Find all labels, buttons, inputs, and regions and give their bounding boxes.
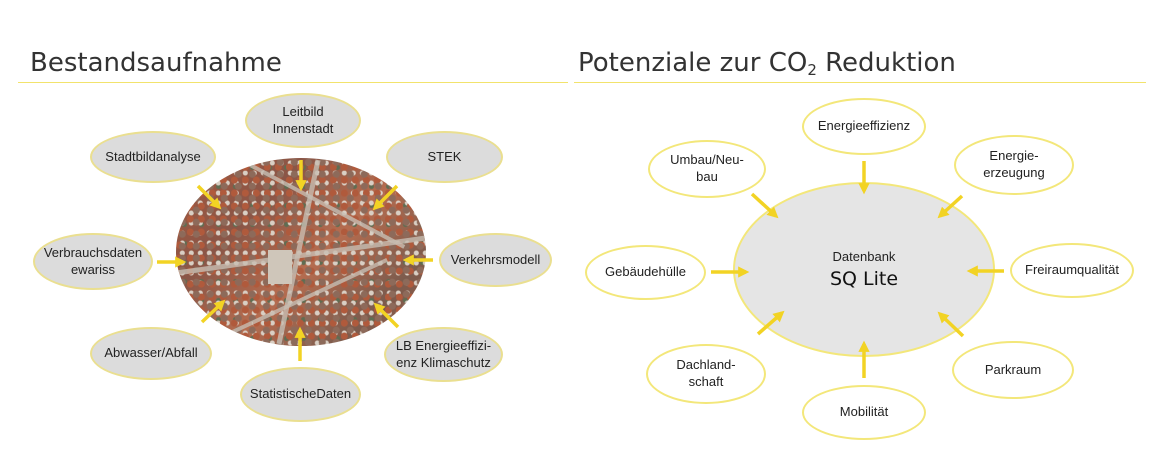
node-label: Gebäudehülle xyxy=(605,264,686,280)
node-label: Freiraumqualität xyxy=(1025,262,1119,278)
node-label: LB Energieeffizi- enz Klimaschutz xyxy=(395,337,492,370)
title-bestandsaufnahme: Bestandsaufnahme xyxy=(30,48,282,78)
node-lb-energieeffizienz: LB Energieeffizi- enz Klimaschutz xyxy=(384,327,503,382)
arrow-dachlandschaft xyxy=(756,310,785,336)
node-label: Energie- erzeugung xyxy=(983,148,1045,180)
arrow-umbau xyxy=(750,192,779,219)
node-mobilitaet: Mobilität xyxy=(802,385,926,440)
arrow-stadtbild xyxy=(196,184,222,210)
title-potenziale: Potenziale zur CO2 Reduktion xyxy=(578,48,956,79)
node-dachlandschaft: Dachland- schaft xyxy=(646,344,766,404)
arrow-stek xyxy=(372,184,399,211)
node-label: Leitbild Innenstadt xyxy=(272,103,334,136)
node-abwasser-abfall: Abwasser/Abfall xyxy=(90,327,212,380)
node-stadtbildanalyse: Stadtbildanalyse xyxy=(90,131,216,183)
node-label: Parkraum xyxy=(984,361,1042,377)
node-label: Mobilität xyxy=(839,404,889,420)
arrow-energieerzeugung xyxy=(937,194,964,219)
node-leitbild-innenstadt: Leitbild Innenstadt xyxy=(245,93,361,148)
node-freiraumqualitaet: Freiraumqualität xyxy=(1010,243,1134,298)
title-potenziale-end: Reduktion xyxy=(816,48,956,78)
node-label: Umbau/Neu- bau xyxy=(670,152,744,184)
title-underline-left xyxy=(18,82,568,83)
node-gebaeudehuelle: Gebäudehülle xyxy=(585,245,706,300)
node-label: Dachland- schaft xyxy=(676,357,736,389)
title-subscript: 2 xyxy=(807,61,817,79)
node-label: Stadtbildanalyse xyxy=(105,148,201,164)
node-label: Verkehrsmodell xyxy=(450,251,541,267)
database-name: SQ Lite xyxy=(829,268,899,290)
arrow-lb-energie xyxy=(373,302,400,329)
node-label: Abwasser/Abfall xyxy=(104,345,198,361)
node-energieeffizienz: Energieeffizienz xyxy=(802,98,926,155)
node-energieerzeugung: Energie- erzeugung xyxy=(954,135,1074,195)
node-label: Verbrauchsdaten ewariss xyxy=(43,244,143,277)
title-underline-right xyxy=(574,82,1146,83)
market-square xyxy=(268,250,292,284)
node-verbrauchsdaten: Verbrauchsdaten ewariss xyxy=(33,233,153,290)
node-umbau-neubau: Umbau/Neu- bau xyxy=(648,140,766,198)
arrow-abwasser xyxy=(200,299,226,324)
node-verkehrsmodell: Verkehrsmodell xyxy=(439,233,552,287)
database-label: Datenbank xyxy=(832,249,896,264)
title-potenziale-main: Potenziale zur CO xyxy=(578,48,808,78)
node-parkraum: Parkraum xyxy=(952,341,1074,399)
node-label: StatistischeDaten xyxy=(249,386,352,402)
node-statistische-daten: StatistischeDaten xyxy=(240,367,361,422)
arrow-parkraum xyxy=(937,311,965,338)
node-stek: STEK xyxy=(386,131,503,183)
node-label: STEK xyxy=(427,148,462,164)
node-label: Energieeffizienz xyxy=(817,118,911,134)
